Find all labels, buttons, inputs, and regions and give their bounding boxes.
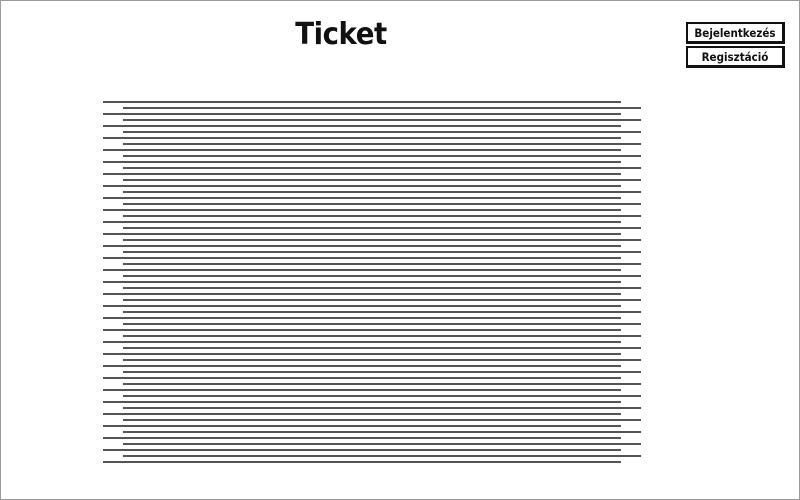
register-button[interactable]: Regisztáció <box>686 46 785 68</box>
text-placeholder-block <box>103 101 643 465</box>
page-title: Ticket <box>295 17 387 52</box>
text-placeholder-lines <box>103 101 641 463</box>
login-button[interactable]: Bejelentkezés <box>686 22 785 44</box>
auth-button-group: Bejelentkezés Regisztáció <box>686 22 787 70</box>
